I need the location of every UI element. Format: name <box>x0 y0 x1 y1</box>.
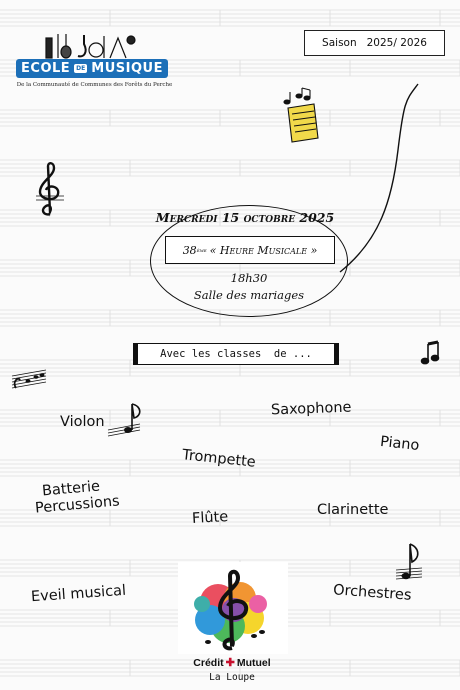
event-title-sup: ème <box>196 246 207 254</box>
logo-word-ecole: ECOLE <box>21 61 71 76</box>
sponsor-name-part2: Mutuel <box>236 657 271 669</box>
school-logo: ECOLE DE MUSIQUE De la Communauté de Com… <box>8 32 173 92</box>
event-date: Mercredi 15 octobre 2025 <box>155 210 335 225</box>
eighth-note-icon <box>395 543 423 580</box>
bass-staff-icon <box>11 369 47 389</box>
instrument-clarinette: Clarinette <box>317 502 389 518</box>
sponsor-name-part1: Crédit <box>193 657 224 669</box>
logo-banner: ECOLE DE MUSIQUE <box>16 59 168 78</box>
classes-banner: Avec les classes de ... <box>133 343 339 365</box>
instrument-violon: Violon <box>60 414 105 430</box>
event-title-number: 38 <box>182 243 197 257</box>
logo-subtitle: De la Communauté de Communes des Forêts … <box>16 82 173 88</box>
event-ellipse <box>150 205 348 317</box>
music-notes-sheet-icon <box>283 87 319 143</box>
instrument-flute: Flûte <box>191 509 229 527</box>
instruments-icon <box>45 34 136 59</box>
event-place: Salle des mariages <box>193 288 305 302</box>
instrument-saxophone: Saxophone <box>270 399 352 419</box>
event-time: 18h30 <box>230 271 268 285</box>
sponsor-town: La Loupe <box>209 672 255 683</box>
sponsor-music-logo <box>178 562 288 654</box>
season-box: Saison 2025/ 2026 <box>304 30 445 56</box>
credit-mutuel-icon: ✚ <box>225 657 235 669</box>
sponsor-name: Crédit✚Mutuel <box>170 656 294 669</box>
eighth-notes-icon <box>420 340 440 365</box>
treble-clef-icon <box>36 162 64 217</box>
event-title: « Heure Musicale » <box>209 243 318 257</box>
treble-clef-notes-icon <box>107 403 141 437</box>
logo-word-de: DE <box>74 64 88 73</box>
logo-word-musique: MUSIQUE <box>91 61 163 76</box>
